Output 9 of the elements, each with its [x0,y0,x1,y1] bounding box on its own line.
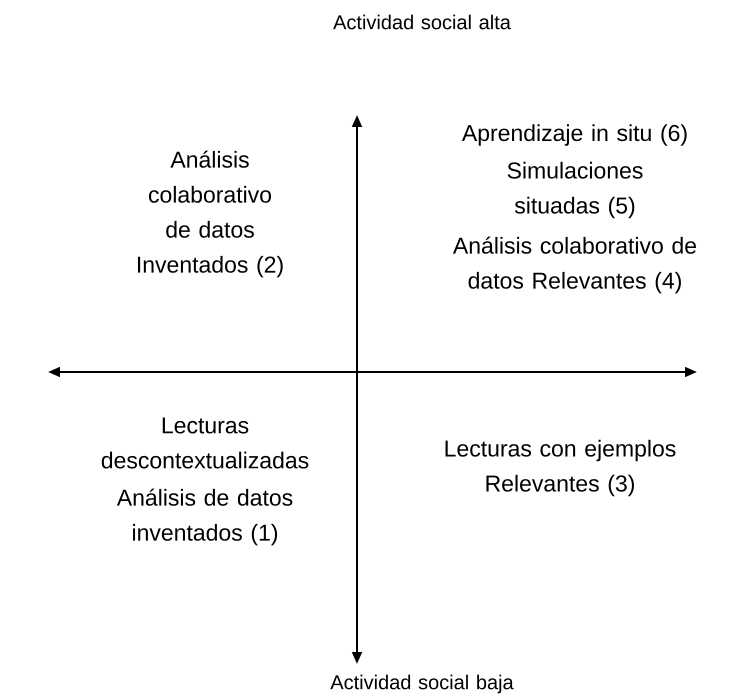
quadrant-text: Análisis colaborativo de datos Inventados (2) [138,150,283,278]
axis-label: Actividad social alta [333,14,511,30]
quadrant-text: Análisis de datos inventados (1) [116,488,292,546]
quadrant-text: Lecturas con ejemplos Relevantes (3) [446,440,676,496]
quadrant-text: Lecturas descontextualizadas [102,417,308,469]
axis-label: Actividad social baja [330,674,514,694]
quadrant-text: Aprendizaje in situ (6) [462,124,687,146]
quadrant-text: Simulaciones situadas (5) [508,162,643,218]
quadrant-text: Análisis colaborativo de datos Relevantes (4) [452,236,696,294]
